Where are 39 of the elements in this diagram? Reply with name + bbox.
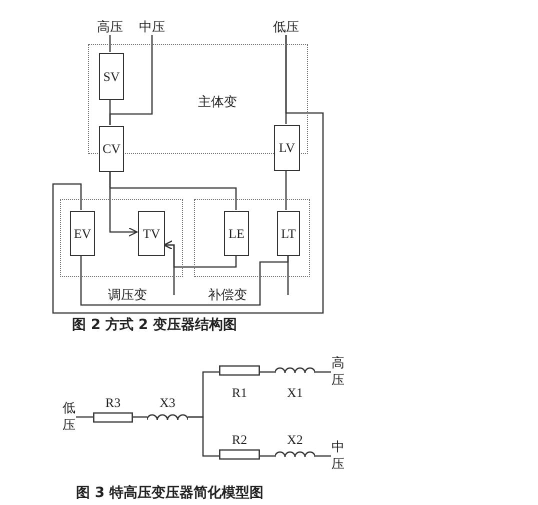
wire [109,171,237,210]
terminal-label: 高压 [96,20,124,35]
wire [52,35,324,314]
wire [285,170,287,210]
figure-caption: 图 3 特高压变压器简化模型图 [76,484,264,502]
terminal-label: 低压 [62,400,76,436]
arrow [163,240,175,295]
figure-caption: 图 2 方式 2 变压器结构图 [72,316,237,334]
wire [260,455,275,457]
terminal-label: 低压 [272,20,300,35]
wire [315,371,331,373]
wire [133,416,147,418]
wire [188,416,219,457]
group-label: 补偿变 [208,287,247,304]
group-label: 主体变 [198,94,237,111]
winding-box: EV [70,211,95,256]
winding-box: SV [99,53,124,100]
component-label: R2 [230,433,248,447]
component-label: R3 [104,396,122,410]
winding-box: LE [224,211,249,256]
terminal-label: 中压 [138,20,166,35]
wire [76,416,93,418]
winding-box: CV [99,126,124,172]
winding-box: LT [277,211,300,256]
wire [287,255,289,295]
terminal-label: 高压 [331,355,345,391]
group-label: 调压变 [108,287,147,304]
wire [260,371,275,373]
winding-box: TV [138,211,165,256]
component-label: X2 [286,433,304,447]
winding-box: LV [274,125,300,171]
component-label: X3 [158,396,176,410]
wire [80,255,289,306]
component-label: X1 [286,386,304,400]
wire [315,455,331,457]
wire [109,35,111,52]
wire [109,35,153,125]
component-label: R1 [230,386,248,400]
terminal-label: 中压 [331,439,345,475]
